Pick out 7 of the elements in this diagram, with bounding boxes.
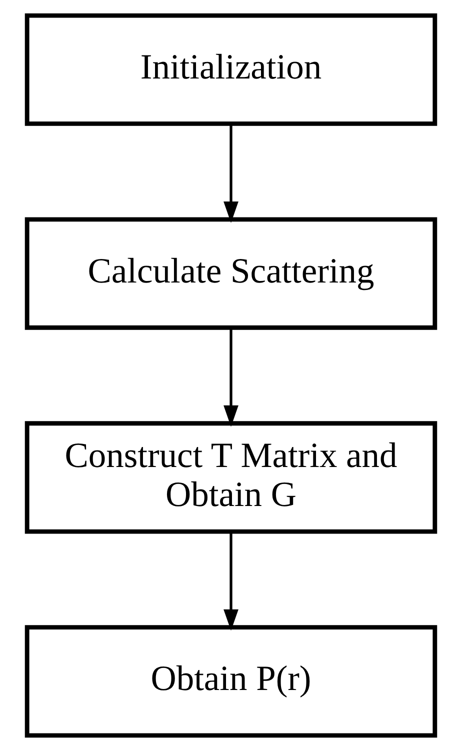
arrow xyxy=(224,532,238,631)
node-box: Calculate Scattering xyxy=(24,217,438,330)
arrow xyxy=(224,124,238,223)
arrow xyxy=(224,328,238,427)
node-box: Construct T Matrix and Obtain G xyxy=(24,421,438,534)
node-box: Initialization xyxy=(24,13,438,126)
node-box: Obtain P(r) xyxy=(24,625,438,738)
